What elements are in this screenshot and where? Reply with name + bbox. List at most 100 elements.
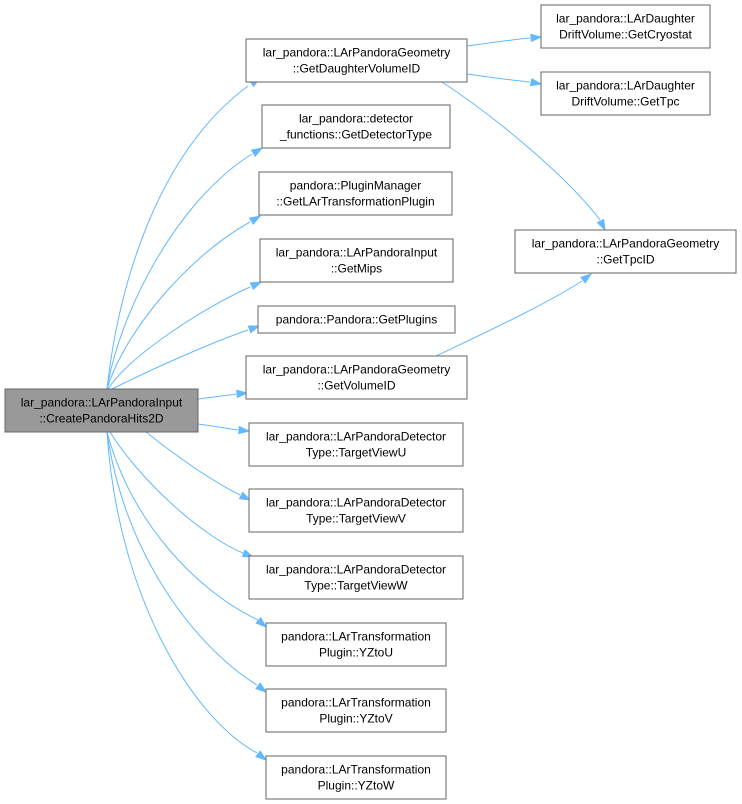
node-label-line: Type::TargetViewU xyxy=(306,446,407,460)
edge-line xyxy=(106,431,258,754)
edge-root-to-getDaughterVolumeID xyxy=(106,77,262,390)
edge-line xyxy=(106,85,249,390)
node-box xyxy=(261,104,451,149)
edge-getDaughterVolumeID-to-getTpc xyxy=(466,73,543,87)
node-label-line: Plugin::YZtoV xyxy=(319,712,392,726)
edge-getVolumeID-to-getTpcID xyxy=(435,273,593,357)
node-targetViewU[interactable]: lar_pandora::LArPandoraDetectorType::Tar… xyxy=(248,422,464,467)
node-box xyxy=(265,622,447,667)
node-box xyxy=(265,688,447,733)
node-yztoW[interactable]: pandora::LArTransformationPlugin::YZtoW xyxy=(265,755,447,800)
edge-arrowhead xyxy=(248,215,262,226)
node-label-line: pandora::LArTransformation xyxy=(281,696,431,710)
node-label-line: lar_pandora::LArPandoraInput xyxy=(21,396,183,410)
node-root[interactable]: lar_pandora::LArPandoraInput::CreatePand… xyxy=(4,388,199,433)
node-box xyxy=(540,71,711,116)
node-label-line: Type::TargetViewV xyxy=(306,512,406,526)
node-label-line: DriftVolume::GetTpc xyxy=(571,95,679,109)
node-getLArTransformationPlugin[interactable]: pandora::PluginManager::GetLArTransforma… xyxy=(258,171,453,216)
node-box xyxy=(259,238,454,283)
node-box xyxy=(257,305,456,334)
node-box xyxy=(540,4,711,49)
edge-line xyxy=(441,81,601,221)
call-edges xyxy=(106,33,606,761)
edge-root-to-yztoV xyxy=(106,431,268,693)
node-label-line: Plugin::YZtoW xyxy=(318,779,395,793)
edge-arrowhead xyxy=(238,491,252,501)
edge-line xyxy=(109,431,244,554)
edge-root-to-targetViewU xyxy=(197,423,251,435)
edge-line xyxy=(466,37,531,47)
edge-root-to-targetViewW xyxy=(109,431,255,558)
edge-line xyxy=(197,423,239,431)
edge-arrowhead xyxy=(255,750,268,761)
node-getDaughterVolumeID[interactable]: lar_pandora::LArPandoraGeometry::GetDaug… xyxy=(245,38,468,83)
node-getPlugins[interactable]: pandora::Pandora::GetPlugins xyxy=(257,305,456,334)
edge-arrowhead xyxy=(247,325,261,334)
node-label-line: lar_pandora::LArDaughter xyxy=(556,12,695,26)
node-yztoV[interactable]: pandora::LArTransformationPlugin::YZtoV xyxy=(265,688,447,733)
edge-root-to-getLArTransformationPlugin xyxy=(106,215,262,390)
edge-line xyxy=(111,329,249,390)
edge-arrowhead xyxy=(249,281,263,291)
node-label-line: ::GetVolumeID xyxy=(317,379,395,393)
node-box xyxy=(248,488,464,533)
edge-arrowhead xyxy=(529,77,543,87)
node-label-line: lar_pandora::LArPandoraGeometry xyxy=(263,363,450,377)
edge-root-to-yztoW xyxy=(106,431,268,761)
node-box xyxy=(514,229,737,274)
node-label-line: DriftVolume::GetCryostat xyxy=(559,28,692,42)
edge-root-to-getMips xyxy=(107,281,263,390)
node-label-line: _functions::GetDetectorType xyxy=(279,128,432,142)
node-yztoU[interactable]: pandora::LArTransformationPlugin::YZtoU xyxy=(265,622,447,667)
node-label-line: lar_pandora::detector xyxy=(299,112,413,126)
edge-line xyxy=(106,153,253,390)
node-getVolumeID[interactable]: lar_pandora::LArPandoraGeometry::GetVolu… xyxy=(245,355,468,400)
node-getTpc[interactable]: lar_pandora::LArDaughterDriftVolume::Get… xyxy=(540,71,711,116)
edge-arrowhead xyxy=(238,425,251,435)
edge-arrowhead xyxy=(255,682,268,693)
node-label-line: ::GetDaughterVolumeID xyxy=(293,62,421,76)
edge-line xyxy=(106,431,259,621)
node-label-line: pandora::LArTransformation xyxy=(281,763,431,777)
edge-line xyxy=(106,431,258,686)
node-box xyxy=(245,355,468,400)
edge-arrowhead xyxy=(241,549,255,558)
node-getCryostat[interactable]: lar_pandora::LArDaughterDriftVolume::Get… xyxy=(540,4,711,49)
node-targetViewV[interactable]: lar_pandora::LArPandoraDetectorType::Tar… xyxy=(248,488,464,533)
node-label-line: ::CreatePandoraHits2D xyxy=(39,412,163,426)
node-getDetectorType[interactable]: lar_pandora::detector_functions::GetDete… xyxy=(261,104,451,149)
node-label-line: lar_pandora::LArDaughter xyxy=(556,79,695,93)
edge-root-to-targetViewV xyxy=(145,431,252,501)
node-box xyxy=(265,755,447,800)
edge-arrowhead xyxy=(236,389,249,399)
edge-arrowhead xyxy=(255,616,268,628)
node-box xyxy=(248,422,464,467)
edge-root-to-yztoU xyxy=(106,431,268,628)
node-label-line: lar_pandora::LArPandoraDetector xyxy=(266,430,446,444)
node-label-line: lar_pandora::LArPandoraGeometry xyxy=(532,237,719,251)
edge-line xyxy=(106,221,251,390)
edge-arrowhead xyxy=(530,33,543,43)
edge-root-to-getDetectorType xyxy=(106,147,264,390)
node-box xyxy=(245,38,468,83)
node-box xyxy=(248,555,464,600)
edge-line xyxy=(197,393,237,400)
edge-getDaughterVolumeID-to-getCryostat xyxy=(466,33,543,47)
node-getTpcID[interactable]: lar_pandora::LArPandoraGeometry::GetTpcI… xyxy=(514,229,737,274)
node-label-line: ::GetTpcID xyxy=(596,253,654,267)
node-targetViewW[interactable]: lar_pandora::LArPandoraDetectorType::Tar… xyxy=(248,555,464,600)
edge-line xyxy=(145,431,241,496)
node-label-line: lar_pandora::LArPandoraDetector xyxy=(266,496,446,510)
node-getMips[interactable]: lar_pandora::LArPandoraInput::GetMips xyxy=(259,238,454,283)
node-box xyxy=(4,388,199,433)
edge-arrowhead xyxy=(596,218,606,232)
edge-getDaughterVolumeID-to-getTpcID xyxy=(441,81,606,232)
edge-root-to-getVolumeID xyxy=(197,389,249,400)
edge-line xyxy=(435,280,583,357)
node-label-line: lar_pandora::LArPandoraDetector xyxy=(266,563,446,577)
edge-line xyxy=(107,286,251,390)
edge-arrowhead xyxy=(580,273,593,284)
call-nodes: lar_pandora::LArPandoraInput::CreatePand… xyxy=(4,4,737,800)
